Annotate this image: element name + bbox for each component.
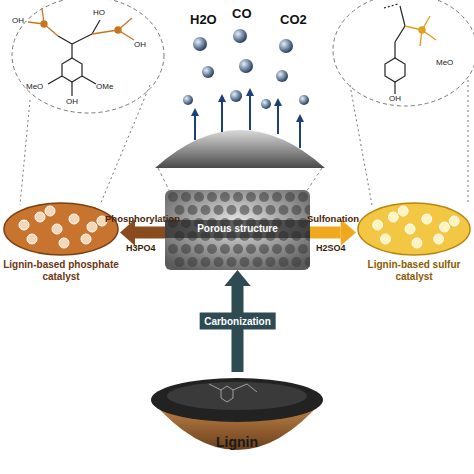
arrow-shaft bbox=[135, 227, 165, 239]
edge-label: Sulfonation bbox=[307, 212, 359, 223]
arrow-head bbox=[224, 270, 250, 286]
lignin-bowl bbox=[147, 372, 327, 472]
zoom-leader bbox=[158, 168, 170, 192]
text-label: H3PO4 bbox=[126, 243, 156, 253]
text-label: OH bbox=[134, 40, 146, 49]
text-label: MeO bbox=[436, 58, 453, 67]
node-box: Porous structure bbox=[165, 190, 310, 270]
node-box: Lignin bbox=[147, 372, 327, 472]
text-label: OH bbox=[66, 97, 78, 106]
zoom-leader bbox=[306, 168, 322, 192]
text-label: OH bbox=[12, 16, 24, 25]
zoom-leader bbox=[350, 85, 372, 205]
phosphate-group bbox=[28, 8, 134, 40]
zoom-leader bbox=[468, 80, 469, 205]
sulfonate-molecule bbox=[384, 4, 405, 94]
zoom-leader bbox=[100, 85, 150, 205]
node-label: Lignin-based phosphate catalyst bbox=[2, 259, 120, 282]
text-label: HO bbox=[93, 8, 105, 17]
text-label: H2SO4 bbox=[316, 243, 346, 253]
sulfonate-group bbox=[405, 16, 436, 46]
node-label: Lignin-based sulfur catalyst bbox=[356, 259, 472, 282]
node-label: Porous structure bbox=[165, 220, 310, 238]
gas-arrows bbox=[195, 92, 300, 148]
gas-molecules bbox=[183, 29, 309, 109]
text-label: CO bbox=[232, 6, 252, 21]
node-box: Lignin-based phosphate catalyst bbox=[2, 195, 120, 295]
zoom-circle bbox=[333, 0, 474, 106]
edge-label: Phosphorylation bbox=[105, 212, 180, 223]
arrow-head bbox=[341, 219, 356, 245]
text-label: H2O bbox=[190, 12, 217, 27]
arrow-shaft bbox=[310, 227, 341, 239]
text-label: OH bbox=[389, 94, 401, 103]
text-label: MeO bbox=[26, 82, 43, 91]
node-label: Lignin bbox=[147, 434, 327, 450]
edge-label: Carbonization bbox=[199, 313, 276, 330]
zoom-leader bbox=[20, 100, 30, 205]
text-label: OMe bbox=[96, 82, 113, 91]
phosphate-molecule bbox=[48, 20, 100, 96]
arrow-head bbox=[120, 219, 135, 245]
process-arrow bbox=[120, 219, 165, 245]
zoom-circle bbox=[12, 0, 164, 113]
text-label: CO2 bbox=[280, 12, 307, 27]
node-box: Lignin-based sulfur catalyst bbox=[356, 195, 472, 295]
process-arrow bbox=[310, 219, 356, 245]
